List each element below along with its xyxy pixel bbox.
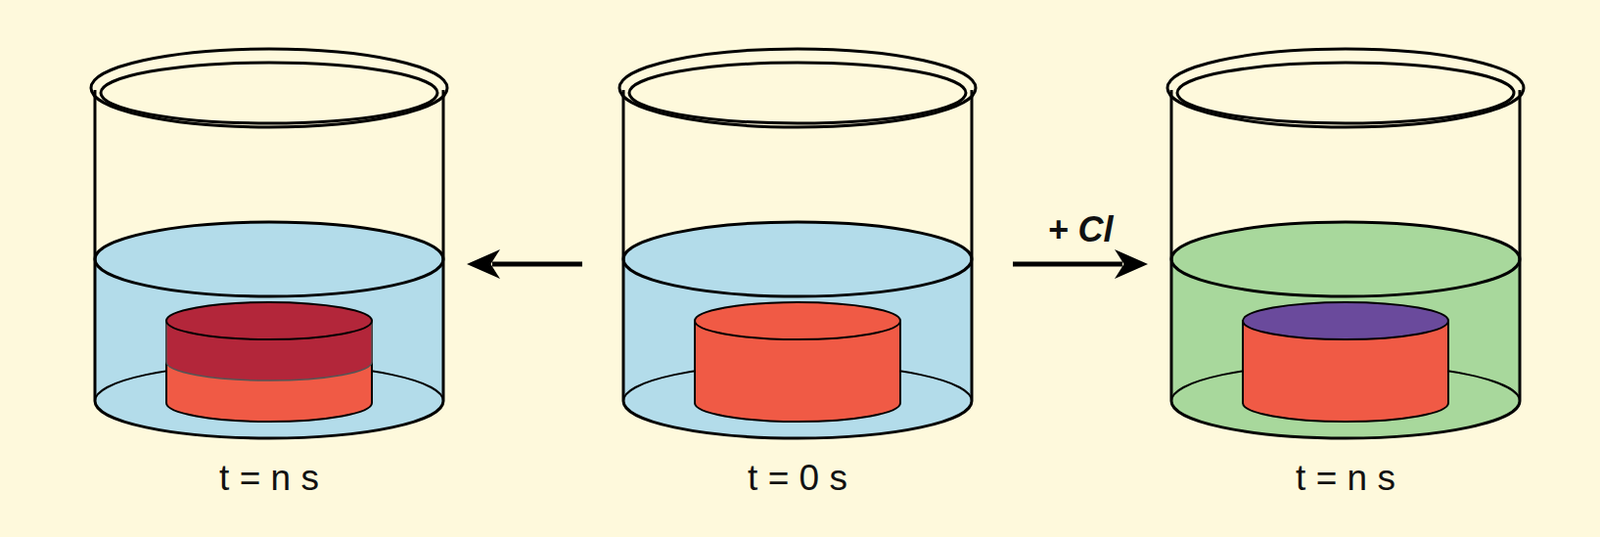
beaker-rim bbox=[1167, 48, 1524, 128]
beaker-wall bbox=[622, 90, 626, 402]
reaction-arrow bbox=[466, 249, 583, 279]
arrow-shaft bbox=[492, 262, 583, 268]
beaker-wall bbox=[442, 90, 446, 402]
beaker-drawing bbox=[611, 39, 984, 529]
beaker-drawing bbox=[83, 39, 456, 529]
pellet-top bbox=[1242, 302, 1449, 340]
beaker-rim-inner bbox=[1177, 62, 1514, 124]
water-surface bbox=[1171, 222, 1520, 297]
pellet-top bbox=[694, 302, 901, 340]
beaker-rim bbox=[619, 48, 976, 128]
reagent-label: + Cl bbox=[1047, 209, 1113, 251]
time-label: t = n s bbox=[1159, 457, 1532, 500]
beaker-rim bbox=[91, 48, 448, 128]
beaker-wall bbox=[970, 90, 974, 402]
beaker: t = n s bbox=[1159, 39, 1532, 529]
water-surface bbox=[623, 222, 972, 297]
beaker: t = 0 s bbox=[611, 39, 984, 529]
arrow-head bbox=[1114, 249, 1148, 279]
pellet-top bbox=[166, 302, 372, 340]
reaction-arrow bbox=[1012, 249, 1148, 279]
beaker-wall bbox=[1518, 90, 1522, 402]
water-surface bbox=[94, 222, 444, 297]
beaker-drawing bbox=[1159, 39, 1532, 529]
time-label: t = 0 s bbox=[611, 457, 984, 500]
beaker-rim-inner bbox=[100, 62, 438, 124]
arrow-shaft bbox=[1012, 262, 1123, 268]
beaker: t = n s bbox=[83, 39, 456, 529]
time-label: t = n s bbox=[83, 457, 456, 500]
beaker-rim-inner bbox=[629, 62, 966, 124]
arrow-head bbox=[466, 249, 501, 279]
beaker-wall bbox=[1170, 90, 1174, 402]
beaker-wall bbox=[93, 90, 97, 402]
